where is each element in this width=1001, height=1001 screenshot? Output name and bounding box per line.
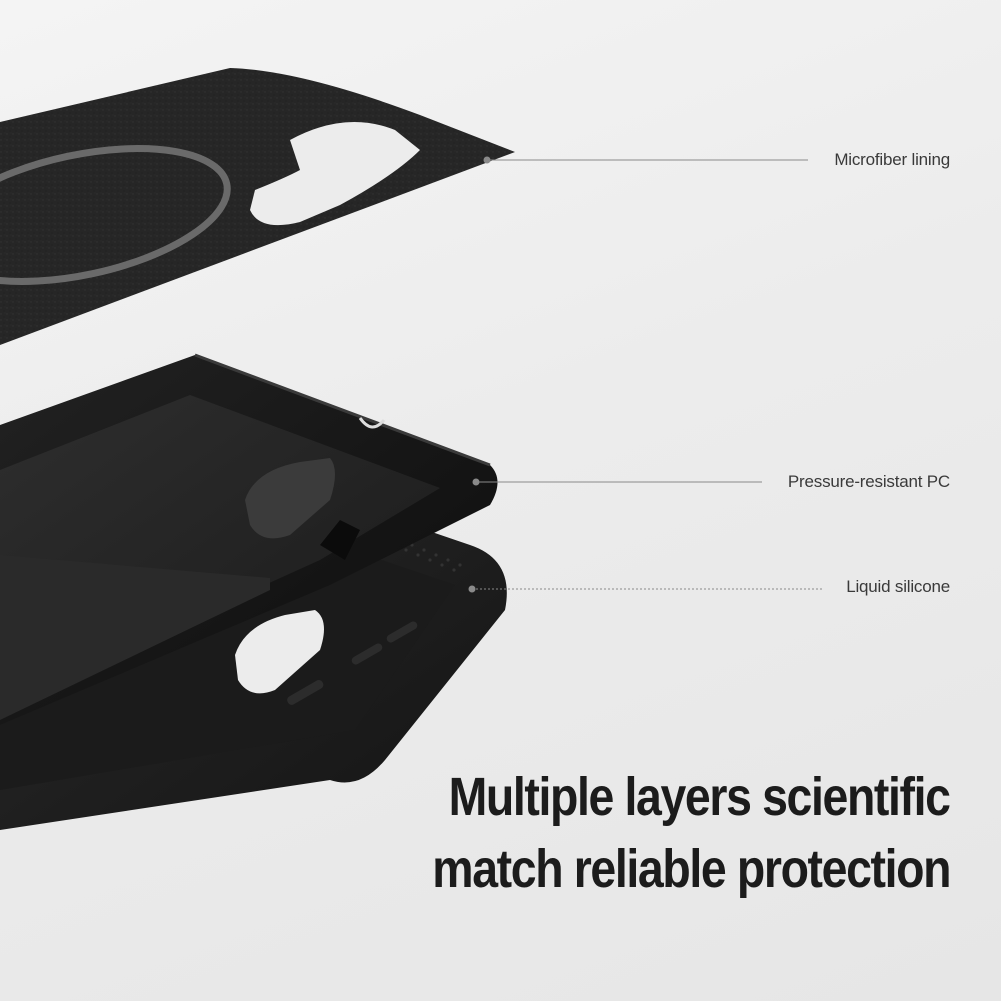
headline-line-2: match reliable protection bbox=[432, 839, 951, 899]
callout-dot-pc bbox=[472, 478, 480, 486]
pc-camera-cutout bbox=[245, 458, 335, 539]
callout-dot-silicone bbox=[468, 585, 476, 593]
microfiber-lining-layer bbox=[0, 68, 515, 345]
lining-camera-cutout bbox=[250, 122, 420, 226]
pressure-resistant-pc-layer bbox=[0, 353, 498, 725]
callout-lines bbox=[468, 156, 822, 593]
callout-label-liquid-silicone: Liquid silicone bbox=[846, 577, 950, 596]
silicone-button-3 bbox=[287, 679, 324, 705]
callout-dot-microfiber bbox=[483, 156, 491, 164]
silicone-button-1 bbox=[386, 621, 418, 643]
silicone-camera-cutout bbox=[235, 610, 324, 694]
callout-label-pressure-resistant-pc: Pressure-resistant PC bbox=[787, 472, 950, 491]
silicone-button-2 bbox=[351, 643, 383, 665]
callout-label-microfiber-lining: Microfiber lining bbox=[834, 150, 950, 169]
headline-line-1: Multiple layers scientific bbox=[448, 767, 951, 827]
magnetic-ring bbox=[0, 145, 231, 285]
